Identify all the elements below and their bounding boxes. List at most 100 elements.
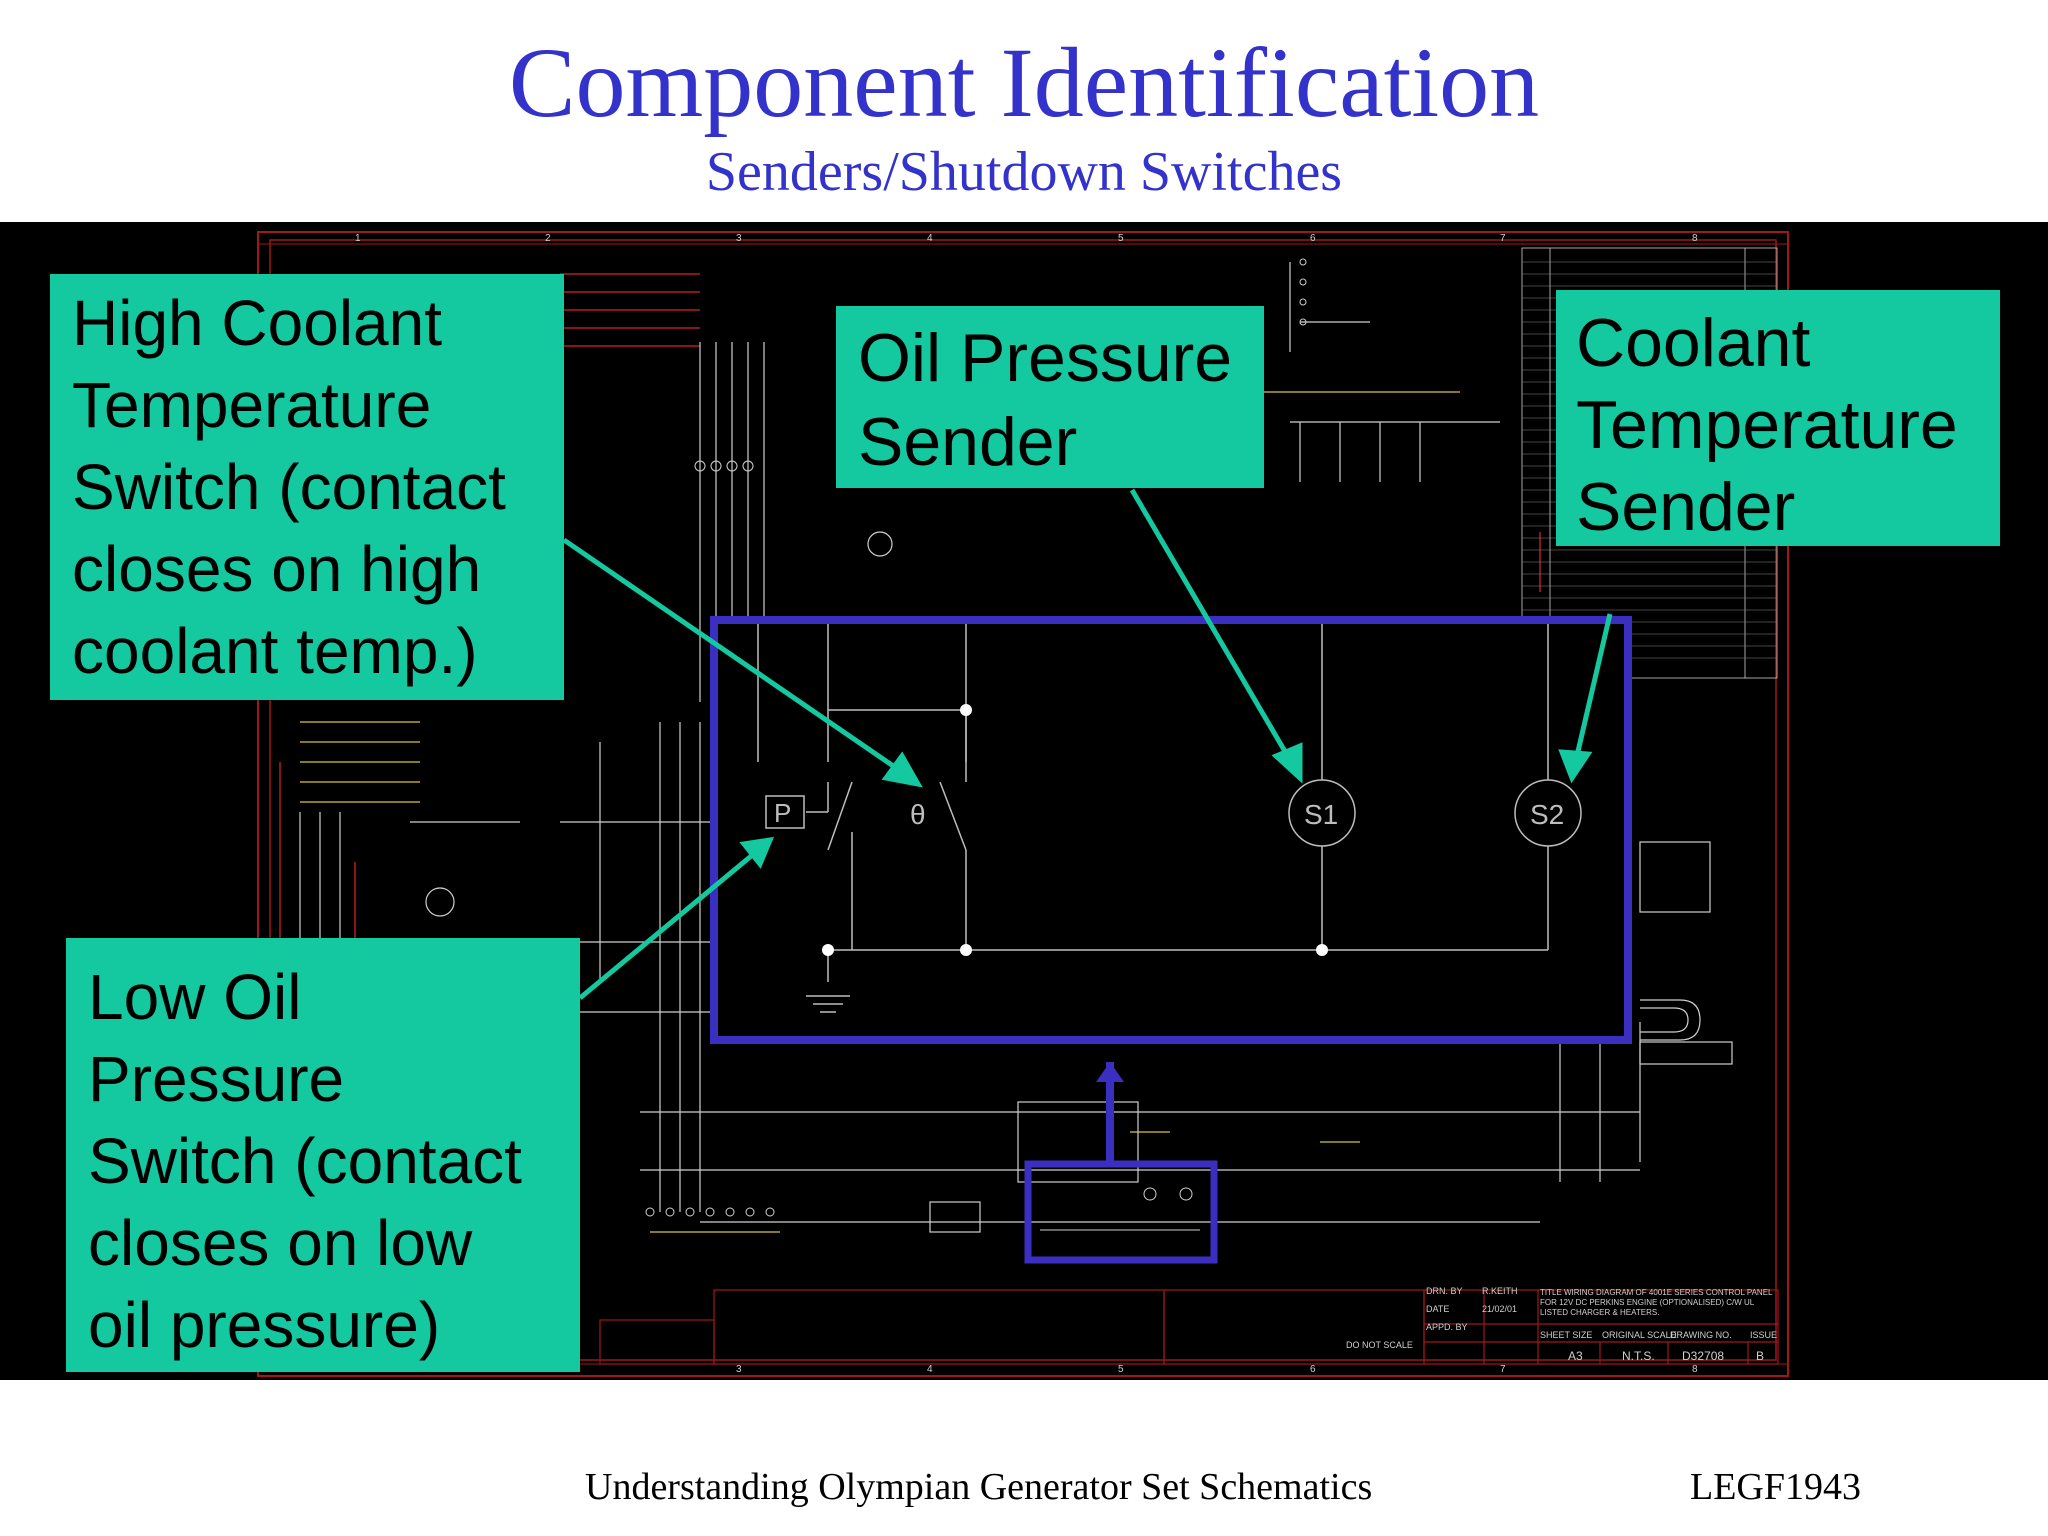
callout-line: Temperature: [72, 369, 432, 441]
arrow-low-oil-switch: [578, 850, 758, 1000]
highlight-arrowhead: [1096, 1062, 1124, 1082]
ribbon-cable: [1640, 1007, 1689, 1033]
grid-number: 8: [1692, 233, 1698, 244]
temperature-switch-contact: [939, 781, 967, 851]
arrow-high-coolant-switch-head: [881, 751, 923, 788]
remote-contacts-box: [1639, 841, 1711, 913]
arrow-high-coolant-switch: [562, 537, 904, 775]
meter-symbol: [867, 531, 893, 557]
title-block-drawing-no-value: D32708: [1682, 1349, 1724, 1363]
grid-number: 4: [927, 1364, 933, 1375]
grid-number: 8: [1692, 1364, 1698, 1375]
legend-box: [713, 1289, 1165, 1365]
schematic-diagram: 1 2 3 4 5 6 7 8 3 4 5 6 7 8: [0, 222, 2048, 1380]
title-block-issue-label: ISSUE: [1750, 1330, 1777, 1340]
title-block-date-label: DATE: [1426, 1304, 1449, 1314]
revision-box: [599, 1319, 715, 1365]
footer-code: LEGF1943: [1690, 1466, 1861, 1508]
title-block-title: TITLE WIRING DIAGRAM OF 4001E SERIES CON…: [1540, 1288, 1773, 1317]
callout-line: Coolant: [1576, 305, 1811, 381]
mini-sender-s1: [1143, 1187, 1157, 1201]
title-block-do-not-scale: DO NOT SCALE: [1346, 1340, 1413, 1350]
grid-number: 1: [355, 233, 361, 244]
terminal: [685, 1207, 695, 1217]
alternator-symbol: [425, 887, 455, 917]
callout-line: closes on high: [72, 533, 482, 605]
terminal: [1299, 298, 1307, 306]
grid-number: 5: [1118, 233, 1124, 244]
slide-subtitle: Senders/Shutdown Switches: [705, 141, 1343, 203]
grid-number: 6: [1310, 233, 1316, 244]
copyright-box: [1163, 1289, 1425, 1365]
callout-line: closes on low: [88, 1207, 473, 1279]
callout-coolant-temp-sender: Coolant Temperature Sender: [1556, 290, 2000, 546]
callout-line: Low Oil: [88, 961, 302, 1033]
title-block-date-value: 21/02/01: [1482, 1304, 1517, 1314]
callout-oil-pressure-sender: Oil Pressure Sender: [836, 306, 1264, 488]
junction-dot: [960, 704, 972, 716]
title-block-drn-label: DRN. BY: [1426, 1286, 1463, 1296]
arrow-coolant-temp-sender-head: [1558, 749, 1593, 784]
title-block-scale-label: ORIGINAL SCALE: [1602, 1330, 1677, 1340]
callout-line: Sender: [1576, 469, 1796, 545]
callout-line: coolant temp.): [72, 615, 478, 687]
arrow-oil-pressure-sender-head: [1271, 742, 1303, 784]
grid-number: 6: [1310, 1364, 1316, 1375]
small-highlight-box: [1024, 1160, 1218, 1264]
grid-number: 2: [545, 233, 551, 244]
title-block-sheet-size-label: SHEET SIZE: [1540, 1330, 1592, 1340]
terminal: [726, 460, 738, 472]
sender-s1-label: S1: [1304, 799, 1338, 830]
grid-number: 3: [736, 233, 742, 244]
callout-line: High Coolant: [72, 287, 442, 359]
pressure-switch-box: [765, 795, 805, 829]
grid-number: 3: [736, 1364, 742, 1375]
grid-number: 4: [927, 233, 933, 244]
sheet-inner-border: [269, 239, 1777, 1361]
terminal: [742, 460, 754, 472]
terminal: [645, 1207, 655, 1217]
title-block-issue-value: B: [1756, 1349, 1764, 1363]
callout-high-coolant-temp-switch: High Coolant Temperature Switch (contact…: [50, 274, 564, 700]
terminal: [725, 1207, 735, 1217]
mini-sender-s2: [1179, 1187, 1193, 1201]
highlight-frame: [710, 616, 1632, 1044]
arrow-coolant-temp-sender: [1573, 613, 1613, 761]
sender-s2-circle: [1514, 779, 1582, 847]
terminal: [765, 1207, 775, 1217]
grid-number: 7: [1500, 1364, 1506, 1375]
terminal: [710, 460, 722, 472]
sender-s2-label: S2: [1530, 799, 1564, 830]
terminal: [745, 1207, 755, 1217]
callout-line: Pressure: [88, 1043, 345, 1115]
junction-dot: [822, 944, 834, 956]
callout-line: Switch (contact: [88, 1125, 522, 1197]
sender-s1-circle: [1288, 779, 1356, 847]
callout-line: Switch (contact: [72, 451, 506, 523]
grid-number: 7: [1500, 233, 1506, 244]
sheet-border: [257, 231, 1789, 1377]
callout-line: Temperature: [1576, 387, 1958, 463]
terminal: [1299, 258, 1307, 266]
terminal: [694, 460, 706, 472]
title-block-drn-value: R.KEITH: [1482, 1286, 1518, 1296]
title-block-appd-label: APPD. BY: [1426, 1322, 1468, 1332]
grid-number: 5: [1118, 1364, 1124, 1375]
pressure-switch-label: P: [774, 798, 791, 828]
callout-line: Sender: [858, 404, 1078, 480]
arrow-oil-pressure-sender: [1129, 488, 1293, 762]
radiator-probe-box: [929, 1201, 981, 1233]
junction-dot: [960, 944, 972, 956]
slide-title: Component Identification: [508, 27, 1540, 138]
terminal: [1299, 278, 1307, 286]
callout-line: oil pressure): [88, 1289, 441, 1361]
terminal: [1299, 318, 1307, 326]
title-block: [1423, 1289, 1779, 1365]
ribbon-connector: [1639, 1041, 1733, 1065]
callout-low-oil-pressure-switch: Low Oil Pressure Switch (contact closes …: [66, 938, 580, 1372]
footer-title: Understanding Olympian Generator Set Sch…: [585, 1466, 1373, 1508]
title-block-sheet-size-value: A3: [1568, 1349, 1583, 1363]
terminal: [705, 1207, 715, 1217]
wire-junction-box: [1017, 1101, 1139, 1183]
junction-dot: [1316, 944, 1328, 956]
